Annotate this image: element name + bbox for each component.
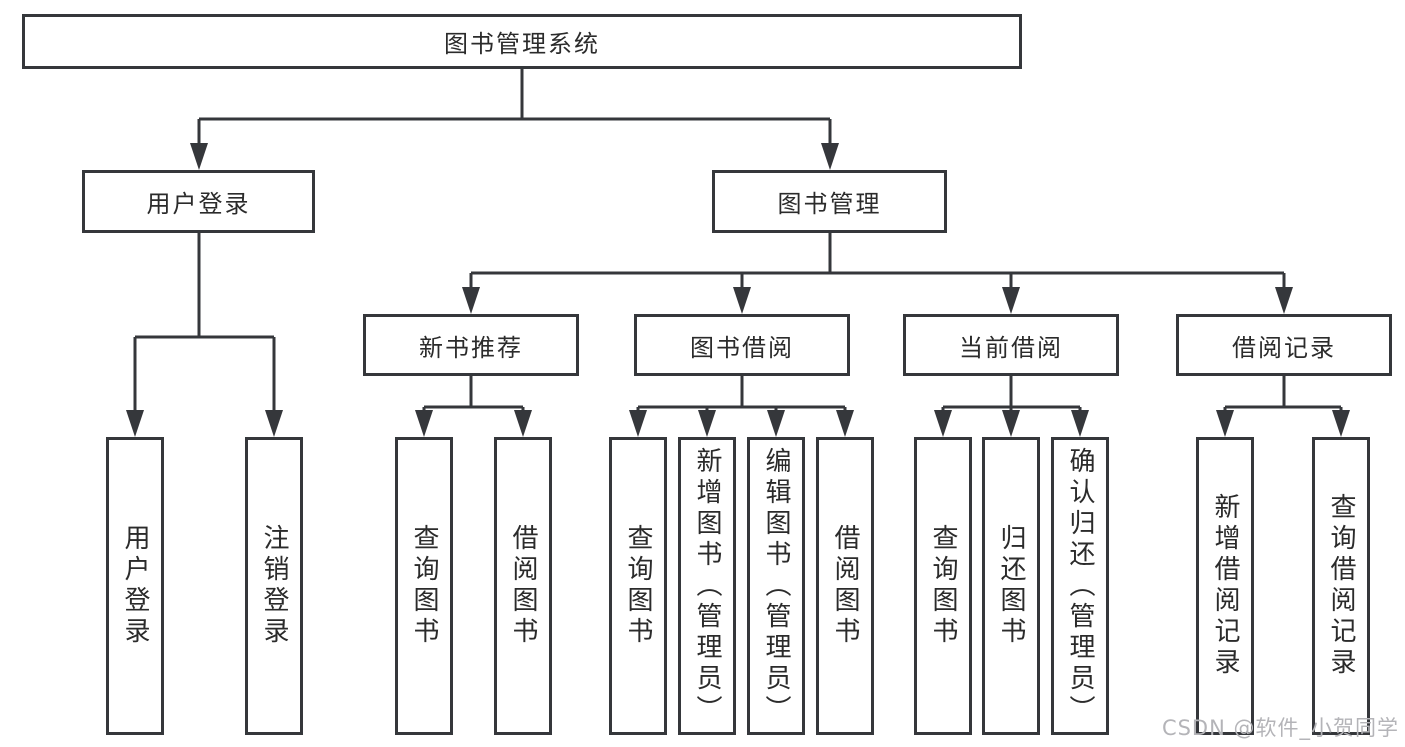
node-book-management: 图书管理 [712,170,947,233]
leaf-cb-query-books: 查询图书 [914,437,972,735]
leaf-br-query-record: 查询借阅记录 [1312,437,1370,735]
leaf-bb-borrow-books: 借阅图书 [816,437,874,735]
leaf-bb-edit-books-admin: 编辑图书（管理员） [747,437,805,735]
connector-bookmgmt-to-level3 [462,233,1293,314]
leaf-br-add-record: 新增借阅记录 [1196,437,1254,735]
leaf-bb-borrow-books-label: 借阅图书 [830,524,860,648]
connector-bookborrow-to-leaves [629,376,854,437]
connector-currentborrow-to-leaves [934,376,1089,437]
leaf-nb-query-books: 查询图书 [395,437,453,735]
leaf-bb-add-books-admin: 新增图书（管理员） [678,437,736,735]
leaf-bb-query-books-label: 查询图书 [623,524,653,648]
leaf-logout-login-label: 注销登录 [259,524,289,648]
leaf-bb-edit-books-admin-label: 编辑图书（管理员） [761,446,791,726]
leaf-cb-query-books-label: 查询图书 [928,524,958,648]
leaf-br-add-record-label: 新增借阅记录 [1210,493,1240,679]
connector-newbooks-to-leaves [415,376,532,437]
leaf-nb-query-books-label: 查询图书 [409,524,439,648]
node-new-book-recommend: 新书推荐 [363,314,579,376]
leaf-cb-confirm-return-admin: 确认归还（管理员） [1051,437,1109,735]
leaf-nb-borrow-books-label: 借阅图书 [508,524,538,648]
leaf-cb-return-books-label: 归还图书 [996,524,1026,648]
node-root: 图书管理系统 [22,14,1022,69]
connector-borrowrecords-to-leaves [1216,376,1350,437]
leaf-bb-add-books-admin-label: 新增图书（管理员） [692,446,722,726]
leaf-logout-login: 注销登录 [245,437,303,735]
node-current-borrow: 当前借阅 [903,314,1119,376]
node-borrow-records: 借阅记录 [1176,314,1392,376]
leaf-cb-return-books: 归还图书 [982,437,1040,735]
leaf-cb-confirm-return-admin-label: 确认归还（管理员） [1065,446,1095,726]
leaf-user-login-label: 用户登录 [120,524,150,648]
connector-userlogin-to-leaves [126,233,283,437]
leaf-user-login: 用户登录 [106,437,164,735]
connector-root-to-level2 [190,69,839,170]
node-book-borrow: 图书借阅 [634,314,850,376]
node-user-login: 用户登录 [82,170,315,233]
leaf-nb-borrow-books: 借阅图书 [494,437,552,735]
leaf-bb-query-books: 查询图书 [609,437,667,735]
leaf-br-query-record-label: 查询借阅记录 [1326,493,1356,679]
watermark-text: CSDN @软件_小贺同学 [1161,716,1399,740]
